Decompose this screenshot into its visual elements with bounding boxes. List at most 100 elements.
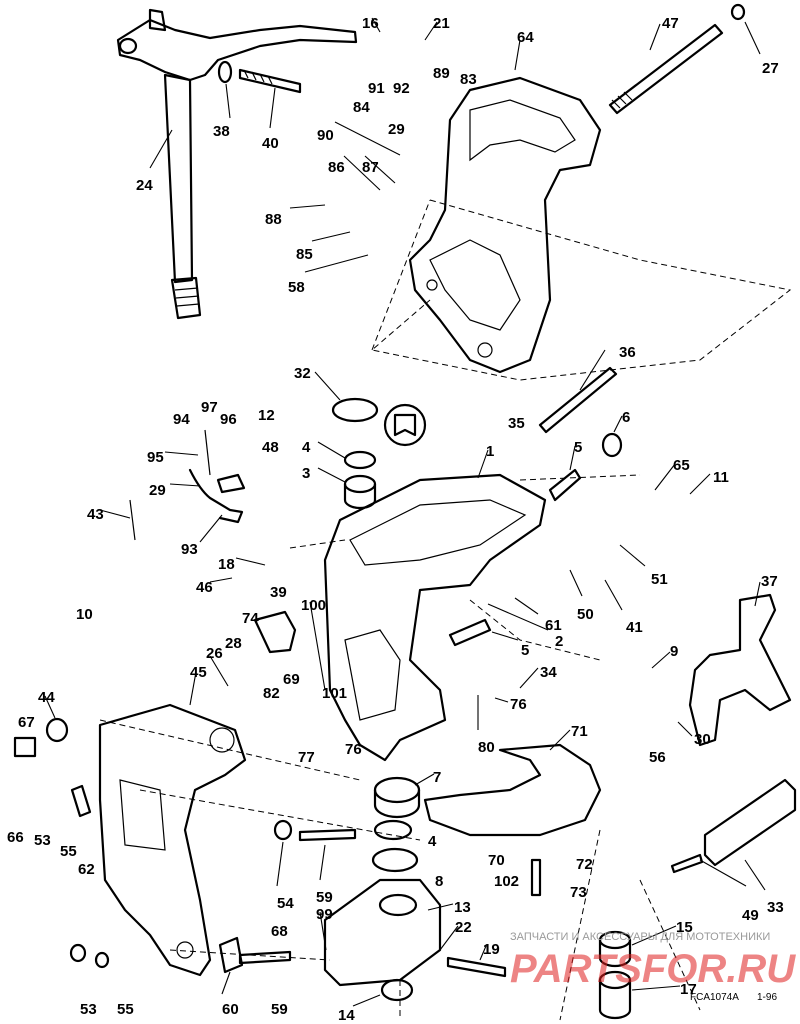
callout-7: 7 [433, 769, 441, 786]
callout-91: 91 [368, 80, 385, 97]
callout-32: 32 [294, 365, 311, 382]
bushings-upper [343, 450, 377, 510]
swivel-bracket-upper [408, 76, 602, 374]
callout-48: 48 [262, 439, 279, 456]
callout-45: 45 [190, 664, 207, 681]
callout-35: 35 [508, 415, 525, 432]
callout-5: 5 [574, 439, 582, 456]
callout-47: 47 [662, 15, 679, 32]
bolt-19 [446, 956, 507, 978]
bolt-59-upper [298, 828, 357, 842]
bushing-5-upper [548, 468, 582, 502]
callout-39: 39 [270, 584, 287, 601]
washer-6 [601, 432, 623, 458]
callout-88: 88 [265, 211, 282, 228]
trim-sender-wiring [129, 429, 246, 541]
callout-95: 95 [147, 449, 164, 466]
spacer-block [703, 778, 797, 867]
callout-4: 4 [428, 833, 437, 850]
callout-3: 3 [302, 465, 310, 482]
assembly-reference-lines [99, 199, 792, 1021]
callout-22: 22 [455, 919, 472, 936]
callout-1: 1 [486, 443, 494, 460]
callout-41: 41 [626, 619, 643, 636]
callout-29: 29 [149, 482, 166, 499]
callout-28: 28 [225, 635, 242, 652]
callout-71: 71 [571, 723, 588, 740]
callout-93: 93 [181, 541, 198, 558]
callout-69: 69 [283, 671, 300, 688]
tilt-tube [608, 3, 746, 115]
callout-21: 21 [433, 15, 450, 32]
callout-97: 97 [201, 399, 218, 416]
callout-101: 101 [322, 685, 347, 702]
callout-60: 60 [222, 1001, 239, 1018]
callout-27: 27 [762, 60, 779, 77]
bolt-59-lower [238, 950, 292, 965]
callout-55: 55 [117, 1001, 134, 1018]
callout-59: 59 [316, 889, 333, 906]
callout-24: 24 [136, 177, 153, 194]
callout-29: 29 [388, 121, 405, 138]
callout-34: 34 [540, 664, 557, 681]
callout-83: 83 [460, 71, 477, 88]
steering-arm-and-shaft [116, 8, 358, 320]
callout-53: 53 [34, 832, 51, 849]
nuts-left [13, 717, 110, 969]
callout-87: 87 [362, 159, 379, 176]
callout-49: 49 [742, 907, 759, 924]
callout-44: 44 [38, 689, 55, 706]
callout-2: 2 [555, 633, 563, 650]
callout-66: 66 [7, 829, 24, 846]
callout-59: 59 [271, 1001, 288, 1018]
callout-73: 73 [570, 884, 587, 901]
callout-68: 68 [271, 923, 288, 940]
callout-5: 5 [521, 642, 529, 659]
callout-80: 80 [478, 739, 495, 756]
callout-70: 70 [488, 852, 505, 869]
callout-17: 17 [680, 981, 697, 998]
callout-13: 13 [454, 899, 471, 916]
callout-14: 14 [338, 1007, 355, 1024]
watermark-logo: PARTSFOR.RU [510, 947, 796, 991]
callout-26: 26 [206, 645, 223, 662]
callout-76: 76 [345, 741, 362, 758]
callout-55: 55 [60, 843, 77, 860]
callout-37: 37 [761, 573, 778, 590]
callout-19: 19 [483, 941, 500, 958]
bushing-5-lower [448, 618, 492, 647]
callout-40: 40 [262, 135, 279, 152]
tilt-lever [688, 593, 792, 747]
plate-60 [218, 936, 244, 974]
callout-82: 82 [263, 685, 280, 702]
callout-36: 36 [619, 344, 636, 361]
callout-56: 56 [649, 749, 666, 766]
callout-38: 38 [213, 123, 230, 140]
tilt-pin [538, 366, 618, 434]
callout-43: 43 [87, 506, 104, 523]
washer-and-bolt [217, 60, 302, 94]
bushings-lower [371, 776, 421, 873]
stern-bracket [98, 703, 247, 977]
callout-62: 62 [78, 861, 95, 878]
callout-65: 65 [673, 457, 690, 474]
callout-64: 64 [517, 29, 534, 46]
drawing-date: 1-96 [757, 992, 777, 1003]
plate-62 [70, 784, 92, 818]
callout-18: 18 [218, 556, 235, 573]
screw-49 [670, 853, 704, 874]
washer-54 [273, 819, 293, 841]
callout-90: 90 [317, 127, 334, 144]
callout-51: 51 [651, 571, 668, 588]
callout-86: 86 [328, 159, 345, 176]
callout-61: 61 [545, 617, 562, 634]
callout-67: 67 [18, 714, 35, 731]
watermark-text: ЗАПЧАСТИ И АКСЕССУАРЫ ДЛЯ МОТОТЕХНИКИ [510, 931, 770, 943]
swivel-bracket-lower [323, 473, 547, 762]
nut-14 [380, 978, 414, 1002]
callout-15: 15 [676, 919, 693, 936]
callout-12: 12 [258, 407, 275, 424]
sender-housing [253, 610, 297, 654]
callout-16: 16 [362, 15, 379, 32]
